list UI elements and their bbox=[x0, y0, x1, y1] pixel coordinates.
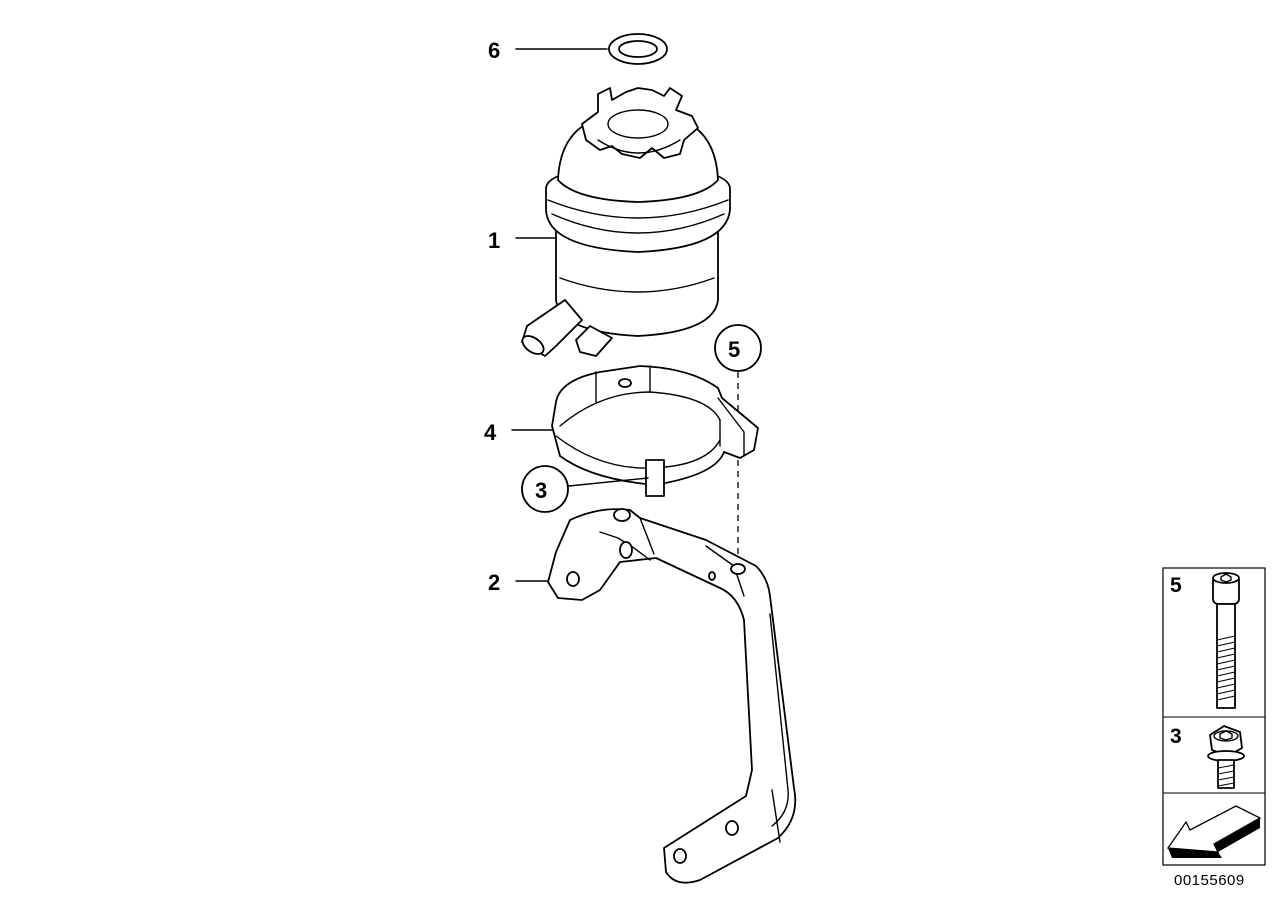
callout-6[interactable]: 6 bbox=[488, 38, 500, 63]
callout-5[interactable]: 5 bbox=[728, 337, 740, 362]
part-3-callout-circle[interactable]: 3 bbox=[521, 465, 569, 513]
callout-3[interactable]: 3 bbox=[535, 478, 547, 503]
part-6-seal-ring[interactable] bbox=[608, 33, 668, 65]
back-arrow-icon[interactable] bbox=[1166, 805, 1262, 858]
part-2-bracket[interactable] bbox=[547, 508, 797, 884]
part-1-reservoir[interactable] bbox=[519, 87, 731, 358]
legend-panel: 5 3 bbox=[1162, 567, 1266, 866]
diagram-id: 00155609 bbox=[1174, 872, 1245, 889]
part-4-clamp-band[interactable] bbox=[551, 365, 759, 497]
socket-bolt-icon bbox=[1212, 572, 1240, 709]
callout-1[interactable]: 1 bbox=[488, 228, 500, 253]
part-5-callout-circle[interactable]: 5 bbox=[714, 324, 762, 372]
legend-item-5[interactable]: 5 bbox=[1170, 572, 1240, 709]
legend-number-3: 3 bbox=[1170, 725, 1182, 748]
callout-2[interactable]: 2 bbox=[488, 570, 500, 595]
callout-4[interactable]: 4 bbox=[484, 420, 497, 445]
leader-line-3 bbox=[568, 477, 649, 487]
hex-bolt-icon bbox=[1207, 725, 1245, 789]
legend-item-3[interactable]: 3 bbox=[1170, 725, 1245, 789]
legend-number-5: 5 bbox=[1170, 574, 1182, 597]
